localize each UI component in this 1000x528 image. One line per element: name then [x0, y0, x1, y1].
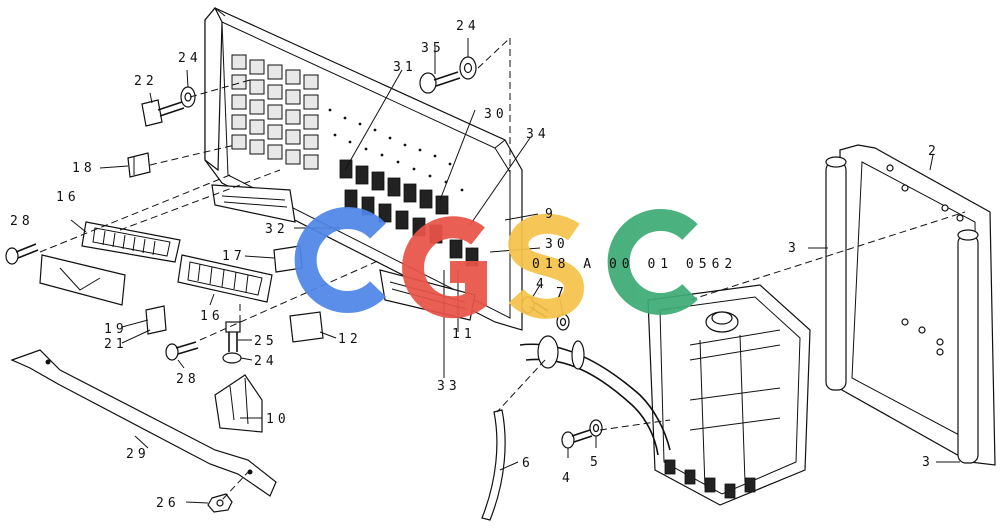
callout-29: 29 — [126, 447, 150, 462]
washer-24-top-right — [459, 56, 477, 80]
cable-tie-6 — [481, 409, 506, 521]
callout-16-upper: 16 — [56, 190, 80, 205]
callout-34: 34 — [526, 127, 550, 142]
fuse-19 — [145, 305, 167, 335]
callout-9: 9 — [545, 207, 557, 222]
rail-3-right — [957, 229, 979, 464]
callout-30-lower: 30 — [545, 237, 569, 252]
assembly-lines — [39, 37, 966, 501]
screw-35 — [419, 71, 461, 94]
rail-3-left — [825, 156, 847, 391]
strap-29 — [10, 349, 277, 497]
callout-3-lower: 3 — [922, 455, 934, 470]
washer-24-mid — [222, 352, 242, 364]
callout-4-upper: 4 — [536, 277, 548, 292]
watermark-c-green — [607, 209, 698, 315]
callout-17: 17 — [222, 249, 246, 264]
callout-3-upper: 3 — [788, 241, 800, 256]
panel-pin-dots — [328, 108, 464, 192]
callout-10: 10 — [266, 412, 290, 427]
connector-16-lower — [177, 254, 273, 303]
mount-plate-2 — [839, 144, 996, 466]
callout-33: 33 — [437, 379, 461, 394]
callout-16-lower: 16 — [200, 309, 224, 324]
screw-4-ecu — [561, 429, 593, 449]
callout-26: 26 — [156, 496, 180, 511]
callout-21: 21 — [104, 337, 128, 352]
nut-26 — [207, 493, 233, 513]
callout-35: 35 — [421, 41, 445, 56]
document-number: 018 A 00 01 0562 — [532, 257, 737, 272]
cgsc-watermark — [294, 207, 698, 319]
fuse-18 — [127, 152, 151, 178]
washer-7 — [556, 313, 570, 331]
callout-31: 31 — [393, 60, 417, 75]
watermark-s-yellow — [508, 213, 585, 319]
callout-24-mid: 24 — [254, 354, 278, 369]
callout-24-left: 24 — [178, 51, 202, 66]
callout-19: 19 — [104, 322, 128, 337]
washer-24-top-left — [180, 86, 196, 108]
callout-6: 6 — [522, 456, 534, 471]
callout-labels: 2 3 3 4 4 5 6 7 9 10 11 12 16 16 17 18 1… — [10, 19, 940, 511]
callout-28-left: 28 — [10, 214, 34, 229]
watermark-c-blue — [294, 207, 386, 313]
screw-28-left — [5, 243, 39, 265]
callout-7: 7 — [556, 286, 568, 301]
callout-18: 18 — [72, 161, 96, 176]
callout-12: 12 — [338, 332, 362, 347]
bracket-10 — [214, 374, 263, 433]
callout-30-upper: 30 — [484, 107, 508, 122]
callout-2: 2 — [928, 144, 940, 159]
harness-hose — [519, 335, 671, 456]
connector-16-upper — [39, 221, 181, 306]
washer-5 — [589, 419, 603, 437]
control-unit-box — [647, 284, 811, 506]
callout-5: 5 — [590, 455, 602, 470]
callout-11: 11 — [452, 327, 476, 342]
screw-28-bottom — [165, 341, 199, 361]
callout-22: 22 — [134, 74, 158, 89]
callout-28-bottom: 28 — [176, 372, 200, 387]
callout-32: 32 — [265, 222, 289, 237]
callout-25: 25 — [254, 334, 278, 349]
callout-4-lower: 4 — [562, 471, 574, 486]
fuse-grid — [231, 54, 319, 170]
relay-12 — [289, 311, 324, 343]
bolt-25 — [225, 321, 241, 352]
watermark-g-red — [402, 216, 487, 319]
bolt-22 — [141, 99, 185, 127]
callout-24-top: 24 — [456, 19, 480, 34]
